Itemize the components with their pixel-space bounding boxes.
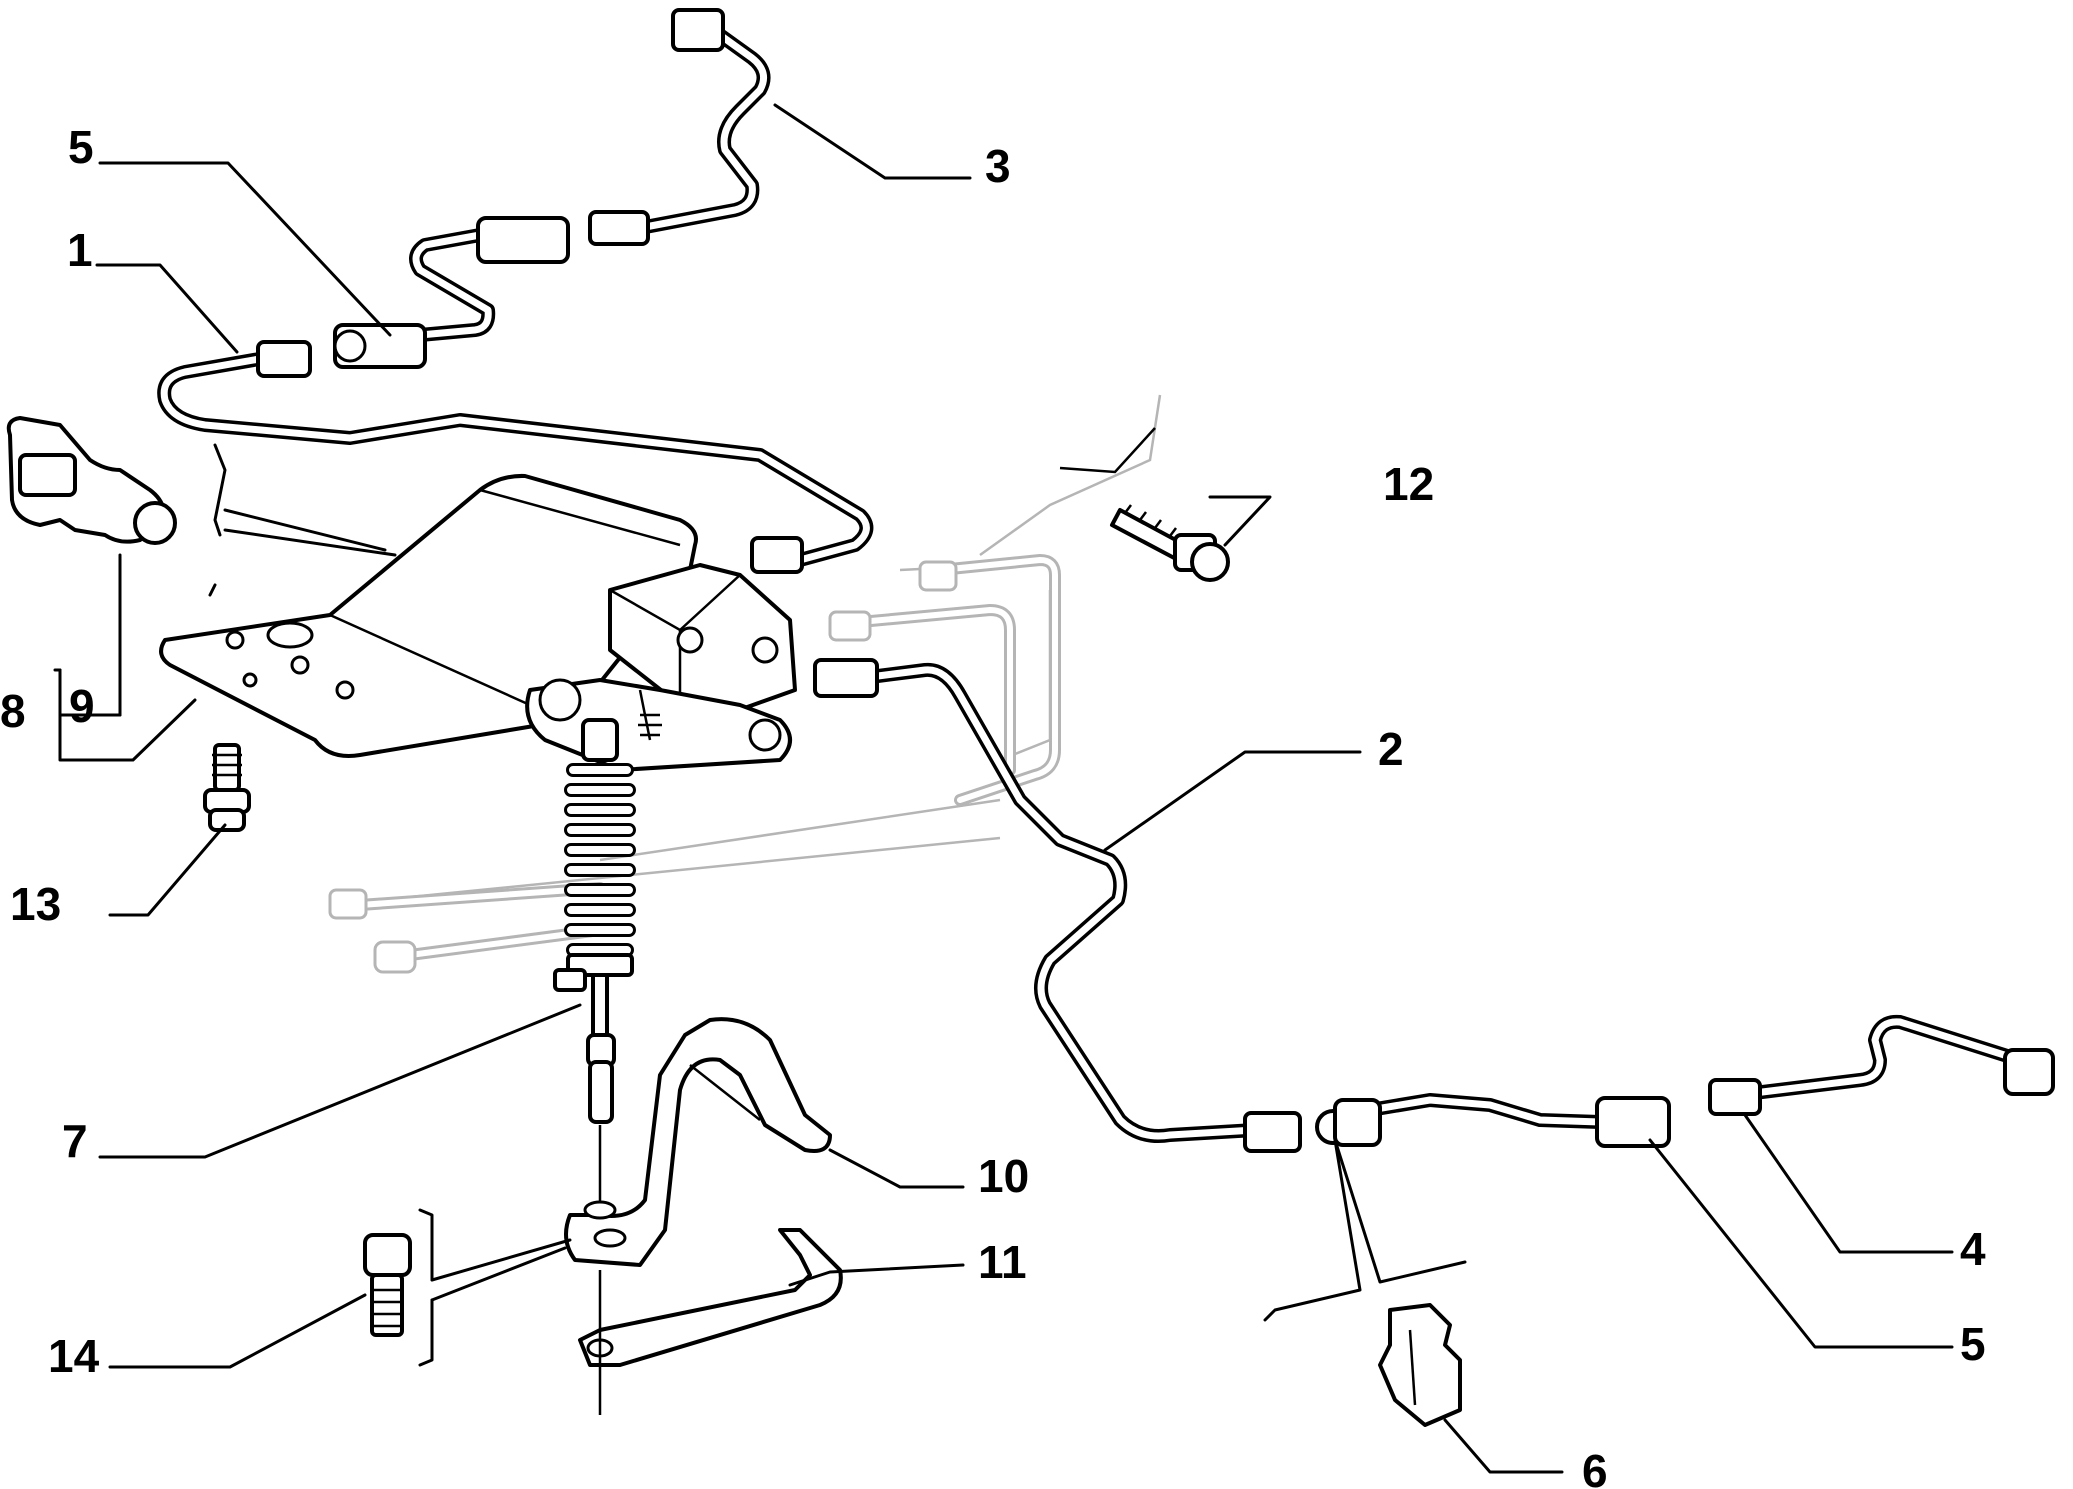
leader-7 bbox=[98, 1003, 582, 1159]
bolt-12 bbox=[1110, 504, 1230, 582]
load-sensor-9 bbox=[6, 416, 177, 545]
label-2: 2 bbox=[1378, 723, 1404, 775]
bolt-14 bbox=[363, 1233, 412, 1337]
label-6: 6 bbox=[1582, 1445, 1608, 1489]
callout-labels: 5 1 3 12 2 8 9 13 7 10 11 14 4 5 6 bbox=[0, 121, 1986, 1489]
leader-5-top bbox=[98, 161, 392, 337]
leader-12 bbox=[1208, 495, 1272, 547]
label-8: 8 bbox=[0, 685, 26, 737]
support-plate-11 bbox=[578, 1228, 843, 1415]
leader-14 bbox=[108, 1293, 367, 1369]
label-11: 11 bbox=[978, 1236, 1027, 1288]
bolt-13 bbox=[203, 743, 251, 832]
brake-pipe-3 bbox=[588, 8, 771, 246]
hose-5-top-upper-end bbox=[476, 216, 570, 264]
leader-11 bbox=[788, 1263, 965, 1287]
leader-3 bbox=[773, 103, 972, 180]
hose-clip-6 bbox=[1378, 1303, 1462, 1427]
label-5-bottom: 5 bbox=[1960, 1318, 1986, 1370]
pipe-3-lower-fitting bbox=[588, 210, 650, 246]
leader-4 bbox=[1743, 1113, 1954, 1254]
leader-5-bottom bbox=[1648, 1138, 1954, 1349]
leader-6 bbox=[1443, 1418, 1564, 1474]
brake-pipe-1 bbox=[157, 340, 874, 574]
leader-2 bbox=[1103, 750, 1362, 852]
label-13: 13 bbox=[10, 878, 61, 930]
brake-hose-5-top bbox=[333, 216, 570, 369]
leader-1 bbox=[95, 263, 239, 354]
label-10: 10 bbox=[978, 1150, 1029, 1202]
label-12: 12 bbox=[1383, 458, 1434, 510]
label-7: 7 bbox=[62, 1115, 88, 1167]
brake-pipe-2 bbox=[813, 658, 1302, 1153]
label-9: 9 bbox=[69, 680, 95, 732]
leader-13 bbox=[108, 823, 227, 917]
pipe-3-upper-fitting bbox=[671, 8, 725, 52]
pipe-1-fitting bbox=[256, 340, 312, 378]
regulator-spring-rod-7 bbox=[553, 718, 636, 1210]
label-1: 1 bbox=[67, 224, 93, 276]
label-4: 4 bbox=[1960, 1223, 1986, 1275]
label-5-top: 5 bbox=[68, 121, 94, 173]
label-3: 3 bbox=[985, 140, 1011, 192]
brake-hose-5-bottom bbox=[1315, 1093, 1671, 1148]
leader-10 bbox=[828, 1148, 965, 1189]
leader-lines bbox=[53, 103, 1954, 1474]
pipe-1-lower-fitting bbox=[750, 536, 804, 574]
label-14: 14 bbox=[48, 1330, 100, 1382]
leader-9 bbox=[103, 553, 122, 717]
brake-pipe-4 bbox=[1708, 1014, 2055, 1116]
lever-bracket-10 bbox=[564, 1017, 832, 1267]
leader-8 bbox=[58, 668, 197, 762]
